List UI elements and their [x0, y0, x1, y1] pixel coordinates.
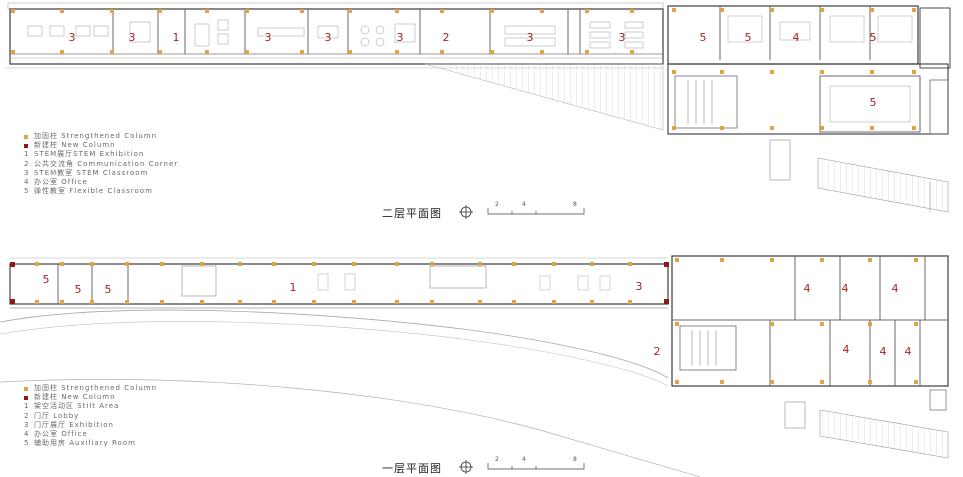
- scale-label: 2: [495, 456, 499, 463]
- first-floor-title: 一层平面图: [382, 462, 442, 475]
- room-label: 3: [636, 280, 643, 293]
- room-label: 4: [892, 282, 899, 295]
- room-label: 3: [325, 31, 332, 44]
- room-label: 5: [745, 31, 752, 44]
- second-floor-legend: 加固柱 Strengthened Column 新建柱 New Column 1…: [24, 132, 178, 196]
- room-label: 3: [69, 31, 76, 44]
- second-floor-plan: [5, 2, 951, 213]
- room-label: 4: [842, 282, 849, 295]
- scale-label: 8: [573, 201, 577, 208]
- room-label: 3: [129, 31, 136, 44]
- scale-label: 2: [495, 201, 499, 208]
- room-label: 4: [793, 31, 800, 44]
- first-floor-legend: 加固柱 Strengthened Column 新建柱 New Column 1…: [24, 384, 157, 448]
- north-arrow-icon: [459, 460, 473, 474]
- north-arrow-icon: [459, 205, 473, 219]
- room-label: 5: [105, 283, 112, 296]
- second-floor-main-wall: [9, 8, 664, 65]
- room-label: 1: [173, 31, 180, 44]
- room-label: 4: [880, 345, 887, 358]
- room-label: 3: [397, 31, 404, 44]
- room-label: 4: [905, 345, 912, 358]
- new-column-swatch: [24, 143, 28, 148]
- strengthened-column-swatch: [24, 386, 28, 391]
- scale-label: 8: [573, 456, 577, 463]
- legend-item: 新建柱 New Column: [24, 141, 178, 150]
- legend-item: 加固柱 Strengthened Column: [24, 384, 157, 393]
- room-label: 3: [619, 31, 626, 44]
- second-floor-title: 二层平面图: [382, 207, 442, 220]
- new-column-swatch: [24, 395, 28, 400]
- legend-item: 新建柱 New Column: [24, 393, 157, 402]
- room-label: 3: [527, 31, 534, 44]
- first-floor-plan: [0, 255, 949, 477]
- scale-label: 4: [522, 201, 526, 208]
- room-label: 5: [870, 96, 877, 109]
- scale-label: 4: [522, 456, 526, 463]
- room-label: 5: [75, 283, 82, 296]
- scale-bar: [487, 463, 585, 470]
- room-label: 5: [43, 273, 50, 286]
- first-floor-east-wing: [671, 255, 949, 387]
- room-label: 5: [870, 31, 877, 44]
- scale-bar: [487, 208, 585, 215]
- room-label: 4: [843, 343, 850, 356]
- room-label: 1: [290, 281, 297, 294]
- legend-item: 加固柱 Strengthened Column: [24, 132, 178, 141]
- strengthened-column-swatch: [24, 134, 28, 139]
- room-label: 3: [265, 31, 272, 44]
- room-label: 5: [700, 31, 707, 44]
- room-label: 4: [804, 282, 811, 295]
- room-label: 2: [654, 345, 661, 358]
- room-label: 2: [443, 31, 450, 44]
